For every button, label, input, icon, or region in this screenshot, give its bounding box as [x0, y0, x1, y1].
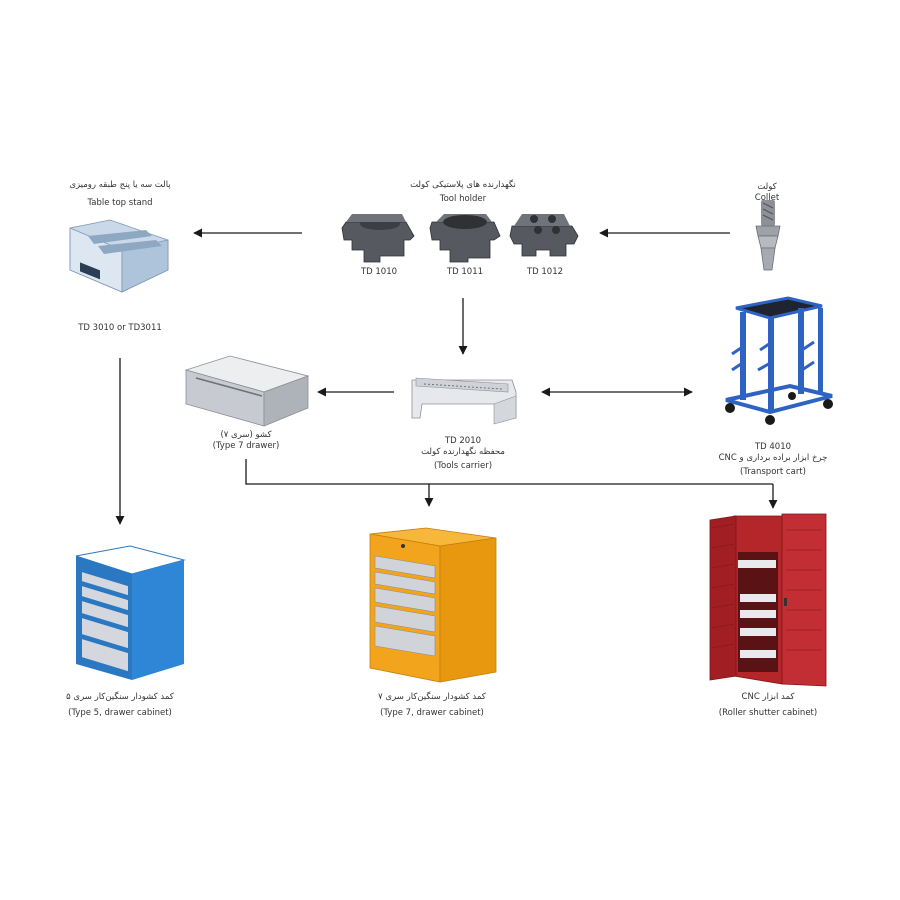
carrier-code: TD 2010 — [444, 436, 482, 446]
cart-code: TD 4010 — [754, 442, 792, 452]
table-top-stand-image — [69, 219, 169, 293]
tool-holder-td1012-image — [509, 214, 579, 257]
tool-holder-model-td1012: TD 1012 — [526, 267, 564, 277]
transport-cart-image — [725, 296, 833, 425]
collet-image — [755, 200, 781, 271]
cart-label-fa: چرخ ابزار براده برداری و CNC — [718, 453, 828, 463]
tool-holder-label-fa: نگهدارنده های پلاستیکی کولت — [410, 180, 516, 190]
carrier-label-en: (Tools carrier) — [433, 461, 493, 471]
tool-holder-td1011-image — [429, 214, 501, 263]
collet-label-en: Collet — [754, 193, 780, 203]
drawer-image — [184, 355, 310, 427]
carrier-label-fa: محفظه نگهدارنده کولت — [421, 447, 505, 457]
type7-label-en: (Type 7, drawer cabinet) — [380, 708, 484, 718]
connectors — [115, 228, 778, 525]
cart-label-en: (Transport cart) — [740, 467, 806, 477]
tool-holder-model-td1010: TD 1010 — [360, 267, 398, 277]
type5-drawer-row — [82, 572, 128, 596]
roller-cabinet-image — [709, 513, 827, 687]
tool-holder-model-td1011: TD 1011 — [446, 267, 484, 277]
tool-holder-label-en: Tool holder — [439, 194, 487, 204]
type5-cabinet-image — [75, 545, 186, 680]
tools-carrier-image — [411, 377, 517, 425]
drawer-label-fa: کشو (سری ۷) — [220, 430, 272, 440]
type7-label-fa: کمد کشودار سنگین‌کار سری ۷ — [378, 692, 486, 702]
collet-label-fa: کولت — [757, 182, 777, 192]
stand-code: TD 3010 or TD3011 — [78, 323, 162, 333]
tool-holder-td1010-image — [341, 214, 415, 263]
stand-label-fa: پالت سه یا پنج طبقه رومیزی — [69, 180, 171, 190]
type5-label-en: (Type 5, drawer cabinet) — [68, 708, 172, 718]
roller-label-en: (Roller shutter cabinet) — [718, 708, 818, 718]
connector-drawer-bus — [245, 459, 773, 485]
stand-label-en: Table top stand — [87, 198, 153, 208]
type5-label-fa: کمد کشودار سنگین‌کار سری ۵ — [66, 692, 174, 702]
type7-cabinet-image — [369, 527, 497, 683]
drawer-label-en: (Type 7 drawer) — [212, 441, 280, 451]
roller-label-fa: کمد ابزار CNC — [741, 692, 795, 702]
